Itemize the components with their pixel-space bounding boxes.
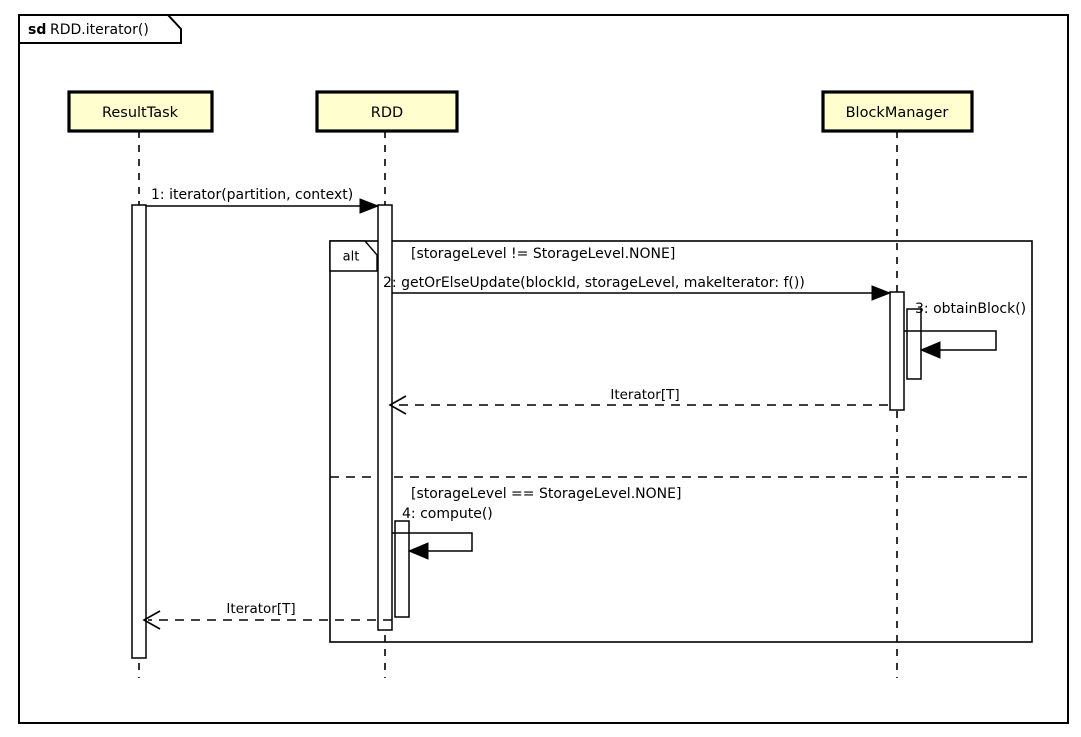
sequence-frame-border — [18, 14, 1069, 724]
activation-rdd — [377, 204, 393, 631]
message-4-line — [392, 532, 473, 552]
alt-guard-2: [storageLevel == StorageLevel.NONE] — [411, 486, 681, 502]
message-3-label: 3: obtainBlock() — [915, 301, 1026, 317]
frame-title-tab — [18, 14, 182, 44]
message-3-arrowhead — [919, 341, 941, 359]
activation-resulttask — [131, 204, 147, 659]
participant-box-blockmanager[interactable] — [821, 90, 974, 133]
message-2-label: 2: getOrElseUpdate(blockId, storageLevel… — [383, 275, 805, 291]
frame-title: RDD.iterator() — [50, 22, 149, 38]
alt-guard-1: [storageLevel != StorageLevel.NONE] — [411, 246, 675, 262]
return-2-arrowhead — [142, 610, 161, 630]
participant-box-rdd[interactable] — [315, 90, 459, 133]
return-2-label: Iterator[T] — [226, 601, 295, 617]
message-4-label: 4: compute() — [402, 506, 493, 522]
message-1-arrowhead — [359, 198, 380, 214]
participant-label-rdd: RDD — [371, 105, 403, 121]
message-4-arrowhead — [407, 542, 429, 560]
alt-operator-label: alt — [343, 250, 360, 265]
activation-rdd-nested — [394, 520, 410, 618]
frame-keyword: sd — [28, 22, 46, 38]
activation-blockmanager-nested — [906, 308, 922, 380]
alt-operator-tab — [329, 240, 378, 272]
message-1-label: 1: iterator(partition, context) — [151, 187, 353, 203]
message-3-line — [904, 330, 997, 351]
return-1-label: Iterator[T] — [610, 387, 679, 403]
alt-fragment-border — [329, 240, 1033, 643]
return-1-arrowhead — [388, 395, 407, 415]
participant-box-resulttask[interactable] — [67, 90, 214, 133]
activation-blockmanager — [889, 291, 905, 411]
participant-label-blockmanager: BlockManager — [846, 105, 949, 121]
message-2-arrowhead — [871, 285, 892, 301]
participant-label-resulttask: ResultTask — [102, 105, 179, 121]
